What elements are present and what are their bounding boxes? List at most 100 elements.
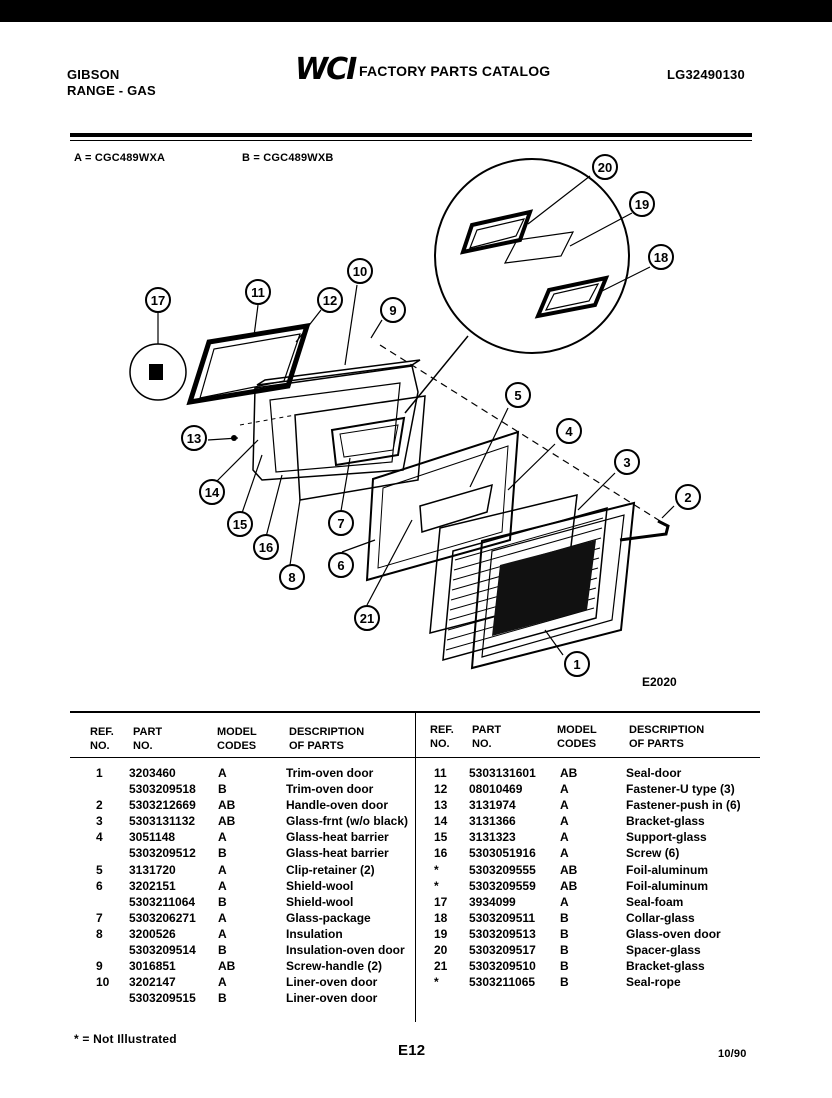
right-model-cell: A: [560, 894, 569, 909]
right-model-cell: B: [560, 926, 569, 941]
left-ref-cell: [96, 942, 109, 958]
callout-circle: [279, 564, 305, 590]
callout-label: 16: [259, 540, 273, 555]
left-ref-cell: 2: [96, 798, 103, 813]
right-desc-cell: Seal-door: [626, 766, 682, 780]
right-model-cell: B: [560, 959, 569, 974]
right-model-cell: B: [560, 975, 569, 990]
left-desc-cell: Handle-oven door: [286, 798, 389, 813]
callout-circle: [145, 287, 171, 313]
model-b-label: B = CGC489WXB: [242, 152, 334, 164]
right-desc-cell: Fastener-push in (6): [626, 798, 741, 813]
callout-label: 14: [205, 485, 220, 500]
left-ref-cell: 10: [96, 975, 110, 990]
right-part-cell: 5303209517: [469, 943, 536, 958]
right-ref-cell: *: [434, 878, 439, 893]
left-model-cell: AB: [218, 814, 236, 829]
left-model-cell: A: [218, 878, 227, 893]
left-desc-cell: Glass-frnt (w/o black): [286, 814, 409, 829]
left-ref-cell: 8: [96, 926, 103, 941]
right-desc-cell: Seal-rope: [626, 975, 681, 990]
left-ref-cell: 5: [96, 862, 103, 877]
right-part-cell: 5303209513: [469, 926, 536, 941]
callout-label: 12: [323, 293, 337, 308]
right-part-cell: 5303209510: [469, 959, 536, 974]
callout-label: 10: [353, 264, 367, 279]
left-desc-cell: Glass-package: [286, 910, 371, 925]
left-model-cell: A: [218, 910, 227, 925]
left-ref-cell: [96, 990, 109, 1006]
right-ref-cell: 20: [434, 943, 448, 958]
right-desc-cell: Bracket-glass: [626, 814, 705, 829]
left-model-cell: A: [218, 862, 227, 877]
right-desc-cell: Spacer-glass: [626, 943, 701, 958]
right-part-cell: 5303209555: [469, 862, 536, 877]
left-desc-cell: Clip-retainer (2): [286, 862, 375, 877]
right-part-cell: 5303051916: [469, 846, 536, 861]
oven-window: [492, 540, 596, 636]
left-model-cell: A: [218, 766, 227, 780]
left-ref-cell: [96, 894, 109, 910]
callout-circle: [505, 382, 531, 408]
left-part-cell: 5303209515: [129, 991, 196, 1006]
right-part-cell: 5303131601: [469, 766, 536, 780]
right-part-cell: 3131974: [469, 798, 516, 813]
left-model-cell: AB: [218, 798, 236, 813]
callout-label: 5: [514, 388, 521, 403]
right-desc-cell: Glass-oven door: [626, 926, 721, 941]
left-model-cell: B: [218, 943, 227, 958]
left-model-cell: AB: [218, 959, 236, 974]
callout-label: 7: [337, 516, 344, 531]
left-desc-cell: Screw-handle (2): [286, 959, 383, 974]
left-model-cell: A: [218, 975, 227, 990]
right-desc-cell: Collar-glass: [626, 910, 695, 925]
right-part-cell: 08010469: [469, 782, 523, 797]
left-model-cell: B: [218, 782, 227, 797]
right-model-cell: A: [560, 846, 569, 861]
left-desc-cell: Insulation: [286, 926, 343, 941]
right-ref-cell: 11: [434, 766, 447, 780]
wci-logo: WCI: [295, 52, 357, 87]
callout-label: 13: [187, 431, 201, 446]
left-part-cell: 5303206271: [129, 910, 196, 925]
right-part-cell: 5303209511: [469, 910, 536, 925]
left-desc-cell: Insulation-oven door: [286, 943, 405, 958]
product-label: RANGE - GAS: [67, 83, 156, 98]
right-part-cell: 5303211065: [469, 975, 536, 990]
left-model-cell: B: [218, 991, 227, 1006]
callout-circle: [347, 258, 373, 284]
left-desc-cell: Shield-wool: [286, 894, 354, 909]
left-ref-cell: 1: [96, 766, 103, 780]
callout-circle: [354, 605, 380, 631]
callout-label: 4: [565, 424, 573, 439]
left-ref-cell: 3: [96, 814, 103, 829]
right-model-cell: AB: [560, 862, 578, 877]
right-part-cell: 5303209559: [469, 878, 536, 893]
right-ref-cell: 21: [434, 959, 448, 974]
callout-circle: [328, 552, 354, 578]
callout-circle: [614, 449, 640, 475]
right-ref-cell: *: [434, 862, 439, 877]
callout-circle: [253, 534, 279, 560]
page-number: E12: [398, 1042, 426, 1059]
left-part-cell: 3016851: [129, 959, 176, 974]
left-ref-cell: 9: [96, 959, 103, 974]
callout-label: 19: [635, 197, 649, 212]
callout-label: 21: [360, 611, 374, 626]
right-desc-cell: Foil-aluminum: [626, 862, 708, 877]
left-model-cell: A: [218, 830, 227, 845]
callout-circle: [675, 484, 701, 510]
brand-label: GIBSON: [67, 67, 120, 82]
right-desc-cell: Fastener-U type (3): [626, 782, 735, 797]
right-model-cell: A: [560, 830, 569, 845]
left-part-cell: 5303209514: [129, 943, 196, 958]
left-model-cell: B: [218, 846, 227, 861]
right-model-cell: A: [560, 782, 569, 797]
right-ref-cell: 18: [434, 910, 448, 925]
